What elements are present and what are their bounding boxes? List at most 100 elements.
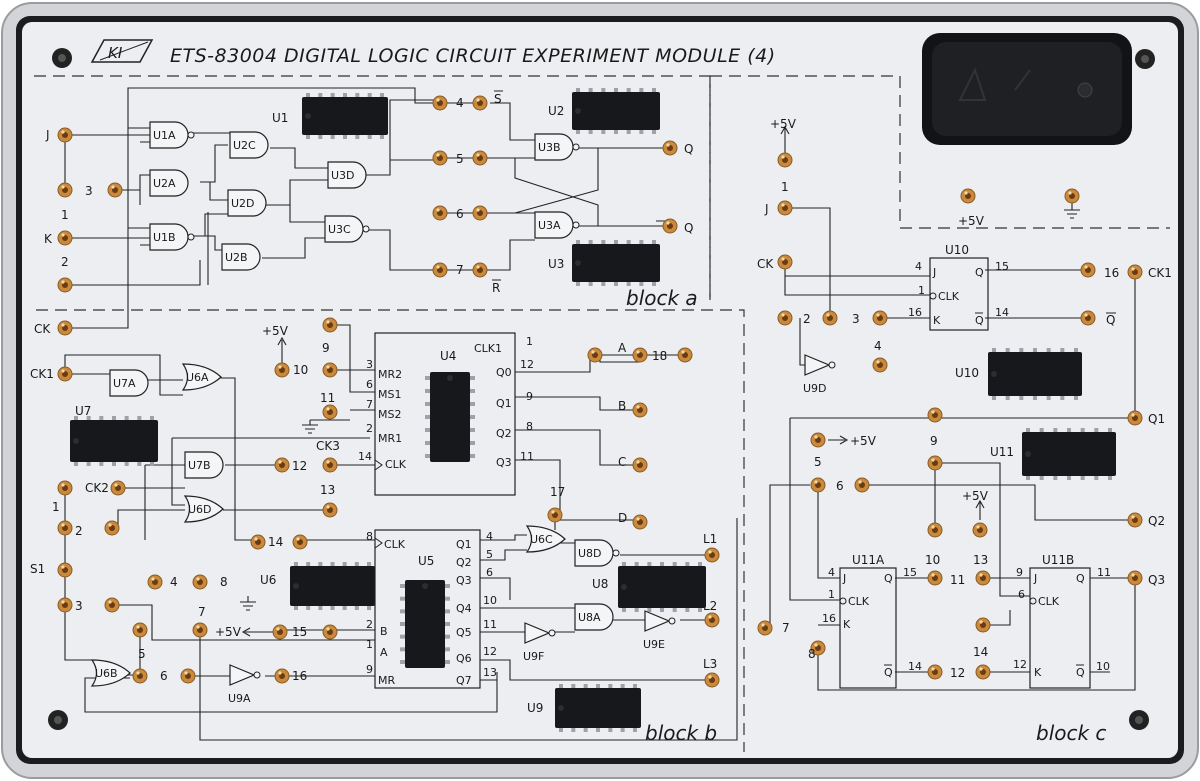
u11a-pin-j: J bbox=[842, 572, 846, 585]
terminal-post[interactable] bbox=[472, 262, 488, 278]
terminal-post[interactable] bbox=[972, 522, 988, 538]
chip-label-u7: U7 bbox=[75, 404, 91, 418]
supply-symbols bbox=[240, 90, 1116, 637]
terminal-post[interactable] bbox=[810, 477, 826, 493]
terminal-post[interactable] bbox=[57, 520, 73, 536]
terminal-post[interactable] bbox=[872, 357, 888, 373]
label-b-l2: L2 bbox=[703, 599, 717, 613]
terminal-post[interactable] bbox=[872, 310, 888, 326]
u11a-name: U11A bbox=[852, 553, 885, 567]
terminal-post[interactable] bbox=[432, 262, 448, 278]
terminal-post[interactable] bbox=[192, 622, 208, 638]
terminal-post[interactable] bbox=[432, 205, 448, 221]
u5-pin-a: A bbox=[380, 646, 388, 659]
u5-pin-13: 13 bbox=[483, 666, 497, 679]
terminal-post[interactable] bbox=[547, 507, 563, 523]
terminal-post[interactable] bbox=[704, 547, 720, 563]
terminal-post[interactable] bbox=[927, 570, 943, 586]
gate-u2b: U2B bbox=[221, 243, 261, 271]
terminal-post[interactable] bbox=[632, 402, 648, 418]
terminal-post[interactable] bbox=[777, 310, 793, 326]
terminal-post[interactable] bbox=[777, 200, 793, 216]
terminal-post[interactable] bbox=[132, 668, 148, 684]
terminal-post[interactable] bbox=[927, 455, 943, 471]
terminal-post[interactable] bbox=[322, 457, 338, 473]
label-b-14: 14 bbox=[268, 535, 283, 549]
terminal-post[interactable] bbox=[192, 574, 208, 590]
terminal-post[interactable] bbox=[757, 620, 773, 636]
terminal-post[interactable] bbox=[662, 140, 678, 156]
wires-block-b bbox=[64, 324, 738, 741]
terminal-post[interactable] bbox=[960, 188, 976, 204]
terminal-post[interactable] bbox=[632, 457, 648, 473]
u5-pin-q6: Q6 bbox=[456, 652, 472, 665]
terminal-post[interactable] bbox=[322, 502, 338, 518]
terminal-post[interactable] bbox=[777, 152, 793, 168]
terminal-post[interactable] bbox=[632, 514, 648, 530]
terminal-post[interactable] bbox=[132, 622, 148, 638]
terminal-post[interactable] bbox=[57, 320, 73, 336]
terminal-post[interactable] bbox=[322, 362, 338, 378]
terminal-post[interactable] bbox=[927, 522, 943, 538]
terminal-post[interactable] bbox=[1080, 262, 1096, 278]
terminal-post[interactable] bbox=[432, 95, 448, 111]
terminal-post[interactable] bbox=[587, 347, 603, 363]
terminal-post[interactable] bbox=[104, 597, 120, 613]
terminal-post[interactable] bbox=[810, 432, 826, 448]
label-c-16: 16 bbox=[1104, 266, 1119, 280]
terminal-post[interactable] bbox=[704, 612, 720, 628]
terminal-post[interactable] bbox=[662, 218, 678, 234]
terminal-post[interactable] bbox=[180, 668, 196, 684]
terminal-post[interactable] bbox=[1127, 410, 1143, 426]
terminal-post[interactable] bbox=[975, 617, 991, 633]
terminal-post[interactable] bbox=[777, 254, 793, 270]
terminal-post[interactable] bbox=[927, 407, 943, 423]
terminal-post[interactable] bbox=[472, 150, 488, 166]
terminal-post[interactable] bbox=[927, 664, 943, 680]
gate-u9e: U9E bbox=[643, 610, 676, 651]
gate-u6a: U6A bbox=[181, 363, 222, 391]
terminal-post[interactable] bbox=[432, 150, 448, 166]
terminal-post[interactable] bbox=[322, 404, 338, 420]
terminal-post[interactable] bbox=[274, 668, 290, 684]
terminal-post[interactable] bbox=[57, 182, 73, 198]
terminal-post[interactable] bbox=[975, 664, 991, 680]
terminal-post[interactable] bbox=[57, 562, 73, 578]
terminal-post[interactable] bbox=[274, 457, 290, 473]
terminal-post[interactable] bbox=[1064, 188, 1080, 204]
terminal-post[interactable] bbox=[677, 347, 693, 363]
terminal-post[interactable] bbox=[472, 95, 488, 111]
terminal-post[interactable] bbox=[107, 182, 123, 198]
chip-label-u9: U9 bbox=[527, 701, 543, 715]
u11a-pin-q: Q bbox=[884, 572, 893, 585]
terminal-post[interactable] bbox=[472, 205, 488, 221]
terminal-post[interactable] bbox=[250, 534, 266, 550]
terminal-post[interactable] bbox=[1127, 512, 1143, 528]
terminal-post[interactable] bbox=[104, 520, 120, 536]
terminal-post[interactable] bbox=[57, 480, 73, 496]
terminal-post[interactable] bbox=[822, 310, 838, 326]
terminal-post[interactable] bbox=[975, 570, 991, 586]
terminal-post[interactable] bbox=[57, 230, 73, 246]
terminal-post[interactable] bbox=[854, 477, 870, 493]
label-b-c: C bbox=[618, 455, 626, 469]
terminal-post[interactable] bbox=[1127, 264, 1143, 280]
terminal-post[interactable] bbox=[57, 597, 73, 613]
terminal-post[interactable] bbox=[1080, 310, 1096, 326]
terminal-post[interactable] bbox=[704, 672, 720, 688]
terminal-post[interactable] bbox=[57, 127, 73, 143]
terminal-post[interactable] bbox=[1127, 570, 1143, 586]
brand-logo: KI bbox=[90, 39, 154, 63]
terminal-post[interactable] bbox=[110, 480, 126, 496]
terminal-post[interactable] bbox=[274, 362, 290, 378]
terminal-post[interactable] bbox=[810, 640, 826, 656]
terminal-post[interactable] bbox=[632, 347, 648, 363]
terminal-post[interactable] bbox=[57, 277, 73, 293]
terminal-post[interactable] bbox=[57, 366, 73, 382]
terminal-post[interactable] bbox=[272, 624, 288, 640]
u10-name: U10 bbox=[945, 243, 969, 257]
terminal-post[interactable] bbox=[292, 534, 308, 550]
terminal-post[interactable] bbox=[322, 317, 338, 333]
terminal-post[interactable] bbox=[322, 624, 338, 640]
terminal-post[interactable] bbox=[147, 574, 163, 590]
